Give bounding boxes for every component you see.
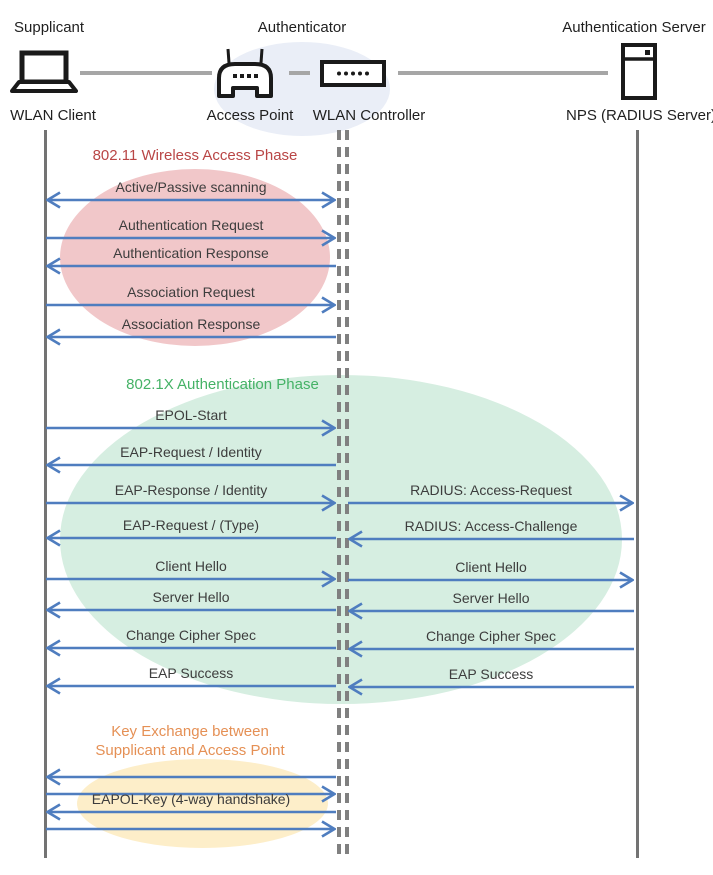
connector-client-ap bbox=[80, 71, 212, 75]
lifeline-radius-server bbox=[636, 130, 639, 858]
message-label: Change Cipher Spec bbox=[126, 627, 256, 643]
message-arrow bbox=[348, 638, 634, 660]
message-arrow bbox=[46, 326, 336, 348]
message-label: EAP-Request / Identity bbox=[120, 444, 262, 460]
message-arrow bbox=[348, 600, 634, 622]
lifeline-access-point bbox=[337, 130, 341, 858]
message-label: EAP-Response / Identity bbox=[114, 482, 268, 498]
message-arrow bbox=[46, 417, 336, 439]
message-arrow bbox=[46, 227, 336, 249]
message-arrow bbox=[46, 818, 336, 840]
wlan-controller-icon bbox=[320, 60, 386, 87]
message-label: EAP Success bbox=[148, 665, 234, 681]
server-icon bbox=[621, 43, 657, 100]
connector-controller-server bbox=[398, 71, 608, 75]
message-arrow bbox=[46, 255, 336, 277]
phase1-title: 802.11 Wireless Access Phase bbox=[92, 147, 298, 164]
message-label: Change Cipher Spec bbox=[426, 628, 556, 644]
role-supplicant: Supplicant bbox=[14, 19, 85, 36]
lifeline-wlan-client bbox=[44, 130, 47, 858]
message-arrow bbox=[46, 568, 336, 590]
message-arrow bbox=[46, 527, 336, 549]
message-label: EPOL-Start bbox=[155, 407, 227, 423]
message-arrow bbox=[46, 637, 336, 659]
message-arrow bbox=[46, 766, 336, 788]
node-label-wlan-controller: WLAN Controller bbox=[312, 107, 426, 124]
phase3-title-line1: Key Exchange between bbox=[111, 723, 269, 740]
role-authenticator: Authenticator bbox=[257, 19, 347, 36]
phase3-title-line2: Supplicant and Access Point bbox=[95, 742, 285, 759]
message-label: Server Hello bbox=[152, 589, 230, 605]
message-label: RADIUS: Access-Challenge bbox=[404, 518, 578, 534]
message-arrow bbox=[348, 492, 634, 514]
phase2-title: 802.1X Authentication Phase bbox=[126, 376, 319, 393]
message-label: RADIUS: Access-Request bbox=[410, 482, 572, 498]
message-label: Client Hello bbox=[155, 558, 227, 574]
laptop-icon bbox=[10, 50, 78, 95]
message-label: Client Hello bbox=[455, 559, 527, 575]
node-label-access-point: Access Point bbox=[206, 107, 294, 124]
message-arrow bbox=[46, 675, 336, 697]
message-arrow bbox=[46, 599, 336, 621]
message-arrow bbox=[46, 294, 336, 316]
message-label: EAP Success bbox=[448, 666, 534, 682]
message-arrow bbox=[46, 189, 336, 211]
message-label: Server Hello bbox=[452, 590, 530, 606]
message-label: EAPOL-Key (4-way handshake) bbox=[91, 791, 291, 807]
message-label: Active/Passive scanning bbox=[115, 179, 267, 195]
message-arrow bbox=[348, 528, 634, 550]
phase3-title: Key Exchange between Supplicant and Acce… bbox=[65, 722, 315, 760]
connector-ap-controller bbox=[289, 71, 310, 75]
message-arrow bbox=[46, 492, 336, 514]
lifeline-wlan-controller bbox=[345, 130, 349, 858]
message-arrow bbox=[46, 454, 336, 476]
phase1-ellipse bbox=[60, 169, 330, 346]
message-arrow bbox=[348, 569, 634, 591]
message-arrow bbox=[348, 676, 634, 698]
message-arrow bbox=[46, 801, 336, 823]
node-label-nps-server: NPS (RADIUS Server) bbox=[565, 107, 713, 124]
message-arrow bbox=[46, 783, 336, 805]
phase3-ellipse bbox=[77, 759, 328, 848]
message-label: Association Request bbox=[127, 284, 255, 300]
access-point-icon bbox=[213, 46, 277, 100]
role-authentication-server: Authentication Server bbox=[562, 19, 706, 36]
node-label-wlan-client: WLAN Client bbox=[10, 107, 96, 124]
message-label: Authentication Request bbox=[118, 217, 264, 233]
message-label: Association Response bbox=[121, 316, 261, 332]
message-label: Authentication Response bbox=[113, 245, 269, 261]
message-label: EAP-Request / (Type) bbox=[122, 517, 260, 533]
